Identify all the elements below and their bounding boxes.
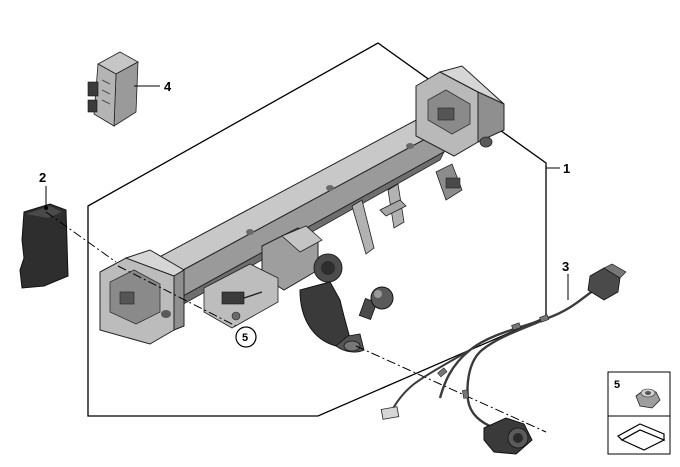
callout-5: 5	[242, 332, 248, 344]
alignment-line-pad	[45, 211, 117, 263]
legend-5-number: 5	[614, 379, 620, 391]
alignment-line-hitch	[355, 345, 547, 433]
callout-1: 1	[563, 161, 570, 176]
control-module	[87, 51, 139, 127]
leader-2-dot	[44, 206, 48, 210]
alignment-line-left	[117, 265, 237, 327]
callout-4: 4	[164, 79, 172, 94]
wiring-harness	[380, 263, 627, 455]
tow-hitch	[299, 281, 394, 353]
callout-3: 3	[562, 259, 569, 274]
callout-5-circle	[235, 326, 257, 348]
step-arrow-icon	[617, 423, 666, 451]
towbar-crossmember	[99, 65, 505, 345]
callout-2: 2	[39, 170, 46, 185]
nut-icon	[635, 388, 661, 409]
rubber-pad	[19, 203, 69, 289]
